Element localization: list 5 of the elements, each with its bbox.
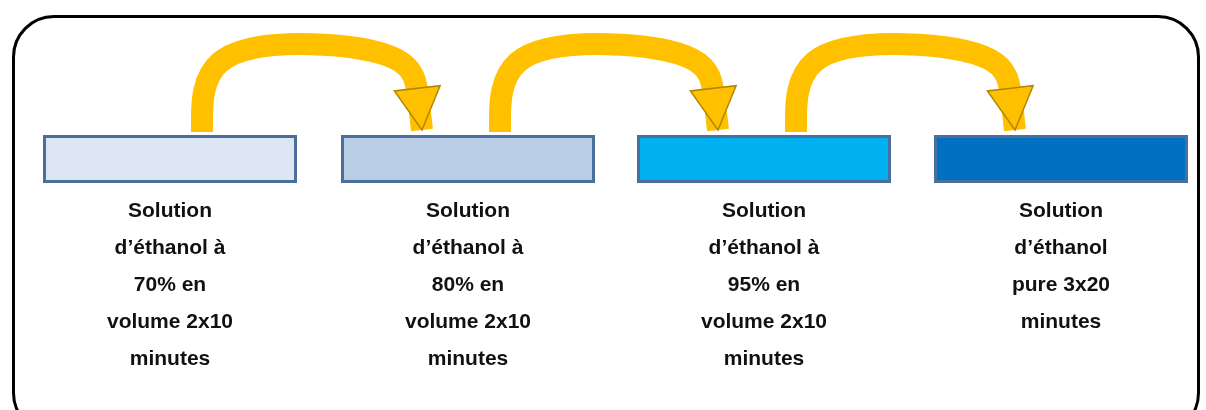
step-label: Solution d’éthanol pure 3x20 minutes [1010,197,1112,334]
step-label: Solution d’éthanol à 80% en volume 2x10 minutes [403,197,533,371]
step-label: Solution d’éthanol à 95% en volume 2x10 minutes [699,197,829,371]
frame-box [12,15,1200,410]
step-label: Solution d’éthanol à 70% en volume 2x10 minutes [105,197,235,371]
